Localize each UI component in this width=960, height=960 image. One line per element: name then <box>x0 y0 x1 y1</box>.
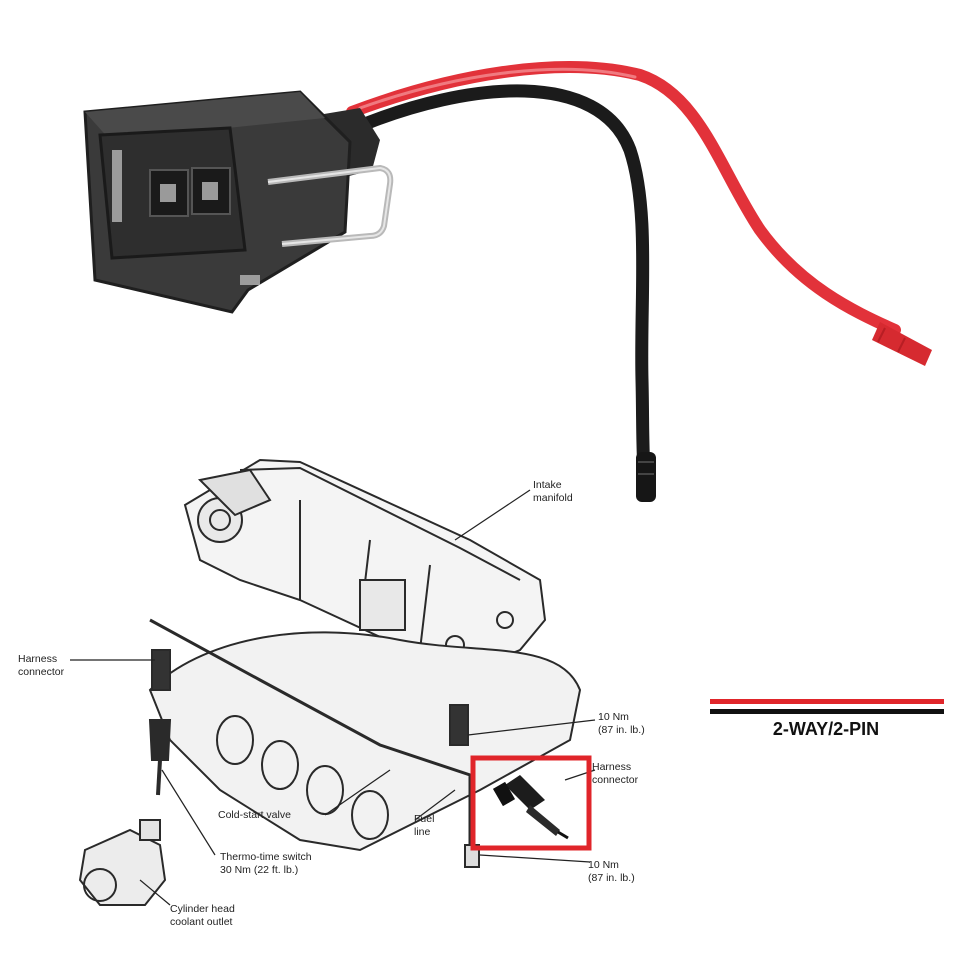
coolant-outlet-drawing <box>78 828 167 906</box>
engine-diagram <box>78 458 582 906</box>
diagram-leader-lines <box>70 489 596 906</box>
badge-text: 2-WAY/2-PIN <box>773 719 879 739</box>
label-torque-bottom: 10 Nm (87 in. lb.) <box>588 859 635 884</box>
label-cylinder-head-outlet: Cylinder head coolant outlet <box>170 903 238 928</box>
highlighted-connector-drawing <box>505 775 545 810</box>
label-torque-top: 10 Nm (87 in. lb.) <box>598 711 645 736</box>
label-harness-connector-left: Harness connector <box>18 653 65 678</box>
intake-manifold-drawing <box>183 458 547 672</box>
black-wire-tip <box>636 452 656 502</box>
label-cold-start-valve: Cold-start valve <box>218 809 291 821</box>
label-intake-manifold: Intake manifold <box>533 479 573 504</box>
label-harness-connector-right: Harness connector <box>592 761 639 786</box>
diagram-labels: Intake manifold Harness connector 10 Nm … <box>18 479 645 928</box>
black-wire <box>348 84 652 497</box>
connector-pigtail-photo <box>83 61 932 502</box>
label-thermo-time-switch: Thermo-time switch 30 Nm (22 ft. lb.) <box>220 851 315 876</box>
highlight-box <box>470 755 592 851</box>
intake-runners-drawing <box>148 631 582 852</box>
label-fuel-line: Fuel line <box>414 813 437 838</box>
pin-count-badge: 2-WAY/2-PIN <box>710 699 944 739</box>
